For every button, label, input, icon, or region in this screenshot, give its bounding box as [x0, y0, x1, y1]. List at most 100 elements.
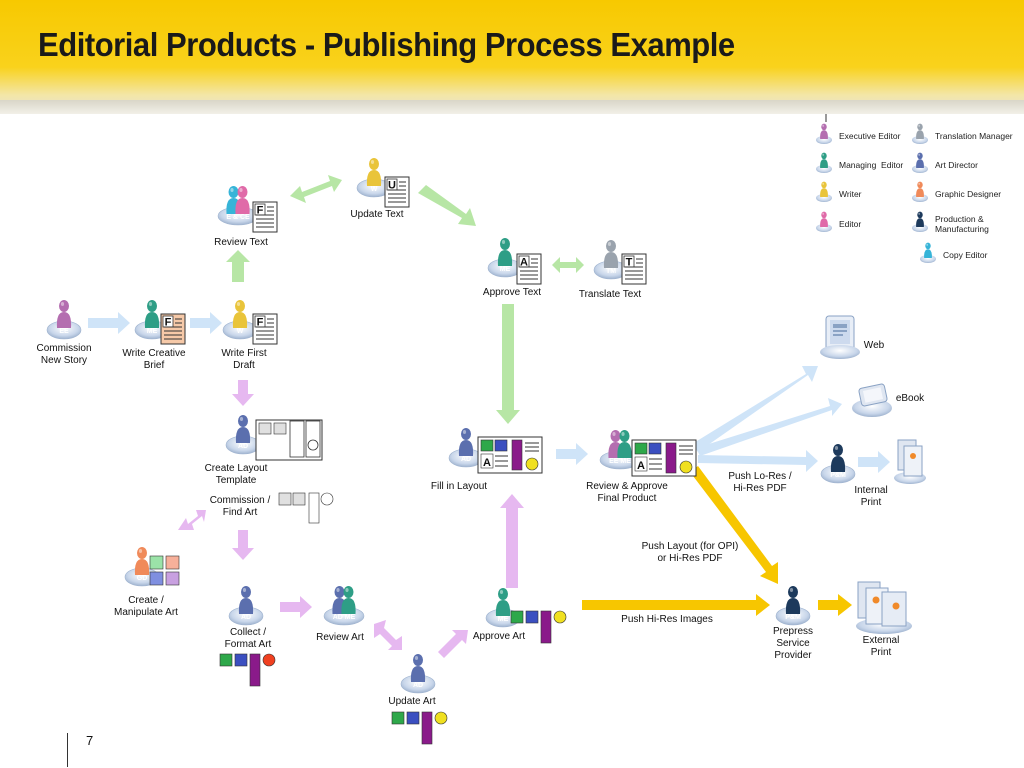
- legend-label: Writer: [839, 189, 862, 199]
- label-push-layout: Push Layout (for OPI) or Hi-Res PDF: [641, 541, 739, 564]
- label-ebook: eBook: [895, 393, 925, 404]
- actor-internal-print: P&M: [820, 444, 856, 484]
- create-art-squares: [149, 555, 180, 586]
- label-push-lores: Push Lo-Res / Hi-Res PDF: [728, 471, 792, 494]
- actor-update-text: W: [356, 158, 392, 198]
- actor-review-art: AD ME: [323, 586, 365, 626]
- label-prepress: Prepress Service Provider: [772, 626, 814, 661]
- commission-art-shapes: [278, 492, 334, 524]
- actor-collect-art-badge: AD: [241, 614, 251, 621]
- actor-approve-art-badge: ME: [498, 616, 509, 623]
- actor-review-text-badge: E & CE: [226, 214, 250, 221]
- label-push-images: Push Hi-Res Images: [621, 614, 713, 625]
- arrow-commission-create: [178, 510, 206, 530]
- label-internal-print: Internal Print: [854, 485, 888, 508]
- label-approve-art: Approve Art: [472, 631, 526, 642]
- page-title: Editorial Products - Publishing Process …: [38, 26, 735, 63]
- actor-create-art-badge: GD: [137, 575, 148, 582]
- update-art-shapes: [391, 711, 448, 745]
- label-write-brief: Write Creative Brief: [122, 348, 186, 371]
- title-banner: Editorial Products - Publishing Process …: [0, 0, 1024, 114]
- external-print-icon: [856, 581, 912, 634]
- arrow-review-update: [290, 175, 342, 203]
- actor-review-art-badge: AD ME: [333, 614, 356, 621]
- arrow-draft-to-template: [232, 380, 254, 406]
- legend-label: Production & Manufacturing: [935, 214, 989, 234]
- label-review-art: Review Art: [316, 632, 364, 643]
- arrow-commission-to-brief: [88, 312, 130, 334]
- arrow-approve-to-fill: [496, 304, 520, 424]
- label-review-text: Review Text: [214, 237, 268, 248]
- footer-rule: [67, 733, 68, 767]
- legend-icon-2: [816, 152, 832, 173]
- arrow-prepress-to-external: [818, 594, 852, 616]
- legend-icon-1: [912, 123, 928, 144]
- actor-approve-text: ME: [487, 238, 523, 278]
- arrow-review-to-prepress: [690, 466, 778, 584]
- legend-icon-8: [920, 242, 936, 263]
- arrow-brief-to-draft: [190, 312, 222, 334]
- legend-label: Graphic Designer: [935, 189, 1002, 199]
- legend-icon-3: [912, 152, 928, 173]
- layout-template-thumb: [255, 419, 323, 461]
- fill-layout-thumb: A: [477, 436, 543, 474]
- legend-label: Editor: [839, 219, 862, 229]
- actor-write-draft-badge: W: [237, 328, 244, 335]
- actor-fill-layout-badge: AD: [461, 456, 471, 463]
- doc-update-letter: U: [388, 180, 396, 192]
- flow-arrows: [88, 175, 890, 658]
- doc-first-draft: F: [252, 313, 278, 345]
- actor-layout-template: AD: [225, 415, 261, 455]
- doc-brief: F: [160, 313, 186, 345]
- legend-icon-4: [816, 181, 832, 202]
- actor-internal-print-badge: P&M: [830, 472, 846, 479]
- actor-review-final: EE ME: [599, 430, 641, 470]
- actor-prepress: P&M: [775, 586, 811, 626]
- label-commission: Commission New Story: [36, 343, 92, 366]
- legend-icon-5: [912, 181, 928, 202]
- arrow-review-update-art: [374, 620, 402, 650]
- approve-art-shapes: [510, 610, 567, 644]
- arrow-update-to-approve-art: [438, 630, 468, 658]
- arrow-collect-to-review: [280, 596, 312, 618]
- internal-print-icon: [894, 439, 926, 484]
- fill-layout-thumb-letter: A: [483, 457, 491, 469]
- label-layout-template: Create Layout Template: [204, 463, 268, 486]
- doc-translate-letter: T: [626, 257, 633, 269]
- label-write-draft: Write First Draft: [221, 348, 267, 371]
- arrow-approve-translate: [552, 257, 584, 273]
- actor-write-draft: W: [222, 300, 258, 340]
- actor-update-art-badge: AD: [413, 682, 423, 689]
- arrow-to-internal-print: [858, 451, 890, 473]
- legend-icon-0: [816, 123, 832, 144]
- legend-label: Executive Editor: [839, 131, 901, 141]
- arrow-template-to-commission: [232, 530, 254, 560]
- label-commission-art: Commission / Find Art: [209, 495, 271, 518]
- doc-first-draft-letter: F: [257, 317, 264, 329]
- legend-label: Art Director: [935, 160, 978, 170]
- label-collect-art: Collect / Format Art: [224, 627, 272, 650]
- arrow-draft-to-review: [226, 250, 250, 282]
- label-update-art: Update Art: [388, 696, 436, 707]
- doc-translate: T: [621, 253, 647, 285]
- legend-label: Managing Editor: [839, 160, 904, 170]
- collect-art-shapes: [219, 653, 276, 687]
- actor-fill-layout: AD: [448, 428, 484, 468]
- actor-translate-text-badge: TM: [606, 268, 616, 275]
- actor-review-text: E & CE: [217, 186, 259, 226]
- legend-icon-7: [912, 211, 928, 232]
- doc-update: U: [384, 176, 410, 208]
- web-device-icon: [820, 315, 860, 359]
- actor-write-brief-badge: ME: [147, 328, 158, 335]
- label-approve-text: Approve Text: [482, 287, 542, 298]
- ebook-device-icon: [852, 383, 892, 417]
- doc-brief-letter: F: [165, 317, 172, 329]
- actor-update-text-badge: W: [371, 186, 378, 193]
- page-number: 7: [86, 733, 94, 748]
- doc-review: F: [252, 201, 278, 233]
- label-review-final: Review & Approve Final Product: [586, 481, 668, 504]
- doc-review-letter: F: [257, 205, 264, 217]
- actor-layout-template-badge: AD: [238, 443, 248, 450]
- actor-commission: EE: [46, 300, 82, 340]
